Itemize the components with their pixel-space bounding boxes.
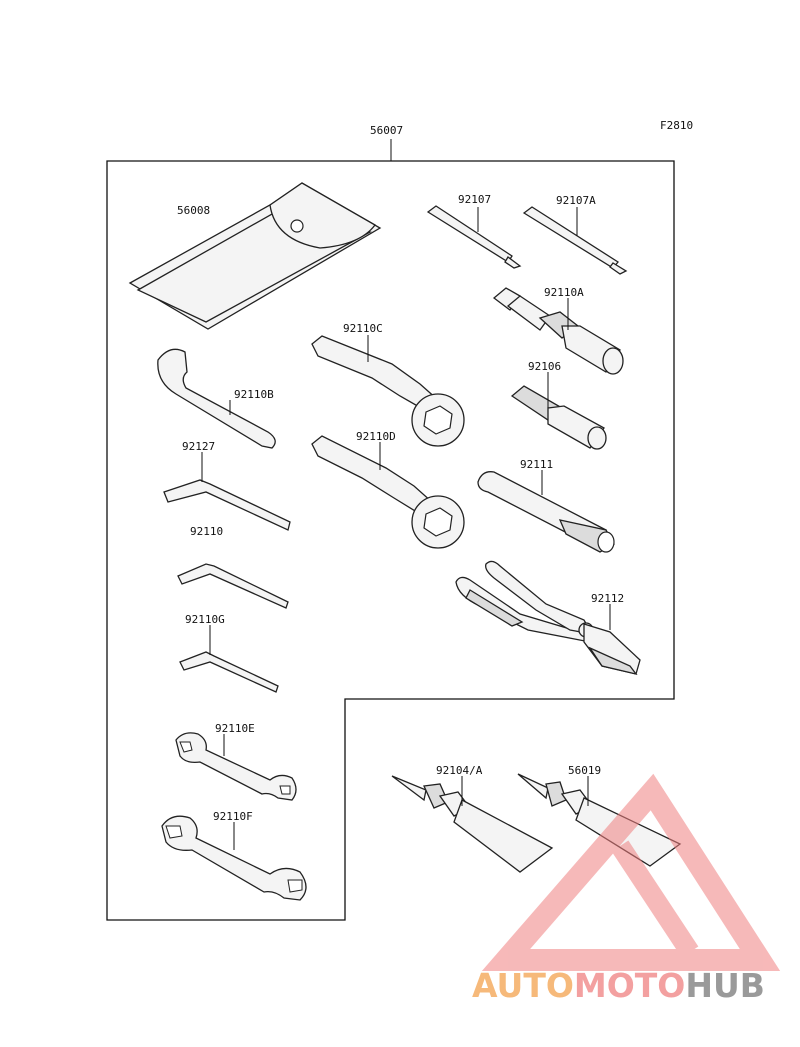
label-pliers: 92112 (591, 592, 624, 605)
label-hook-wrench: 92110B (234, 388, 274, 401)
kit-frame (106, 160, 675, 921)
pliers (455, 560, 641, 676)
hex-key-2 (177, 563, 289, 609)
label-box-wrench-handle: 92106 (528, 360, 561, 373)
watermark-part1: AUTO (472, 966, 574, 1005)
box-wrench-handle (510, 385, 607, 450)
box-wrench (492, 287, 624, 375)
watermark-part3: HUB (685, 966, 765, 1005)
label-screwdriver-1: 92107 (458, 193, 491, 206)
label-open-wrench-e: 92110E (215, 722, 255, 735)
hex-key-1 (163, 479, 291, 531)
label-screwdriver-2: 92107A (556, 194, 596, 207)
label-hex-key-2: 92110 (190, 525, 223, 538)
offset-wrench-d (311, 435, 465, 549)
label-offset-wrench-d: 92110D (356, 430, 396, 443)
extension-bar (477, 471, 615, 553)
label-tool-bag: 56008 (177, 204, 210, 217)
hook-wrench (157, 348, 276, 449)
label-hex-key-1: 92127 (182, 440, 215, 453)
watermark-wordmark: AUTOMOTOHUB (472, 966, 765, 1005)
label-hex-key-3: 92110G (185, 613, 225, 626)
label-tube-1: 92104/A (436, 764, 483, 777)
watermark-logo (481, 773, 781, 971)
tube-1 (391, 775, 554, 873)
label-extension-bar: 92111 (520, 458, 553, 471)
assembly-label: 56007 (370, 124, 403, 137)
offset-wrench-c (311, 335, 465, 447)
tool-bag (128, 182, 382, 330)
screwdriver-1 (426, 205, 522, 269)
figure-code: F2810 (660, 119, 693, 132)
label-open-wrench-f: 92110F (213, 810, 253, 823)
screwdriver-2 (522, 206, 628, 275)
label-box-wrench: 92110A (544, 286, 584, 299)
hex-key-3 (179, 651, 279, 693)
label-tube-2: 56019 (568, 764, 601, 777)
open-wrench-e (175, 732, 297, 801)
open-wrench-f (161, 815, 307, 901)
watermark-part2: MOTO (573, 966, 686, 1005)
label-offset-wrench-c: 92110C (343, 322, 383, 335)
